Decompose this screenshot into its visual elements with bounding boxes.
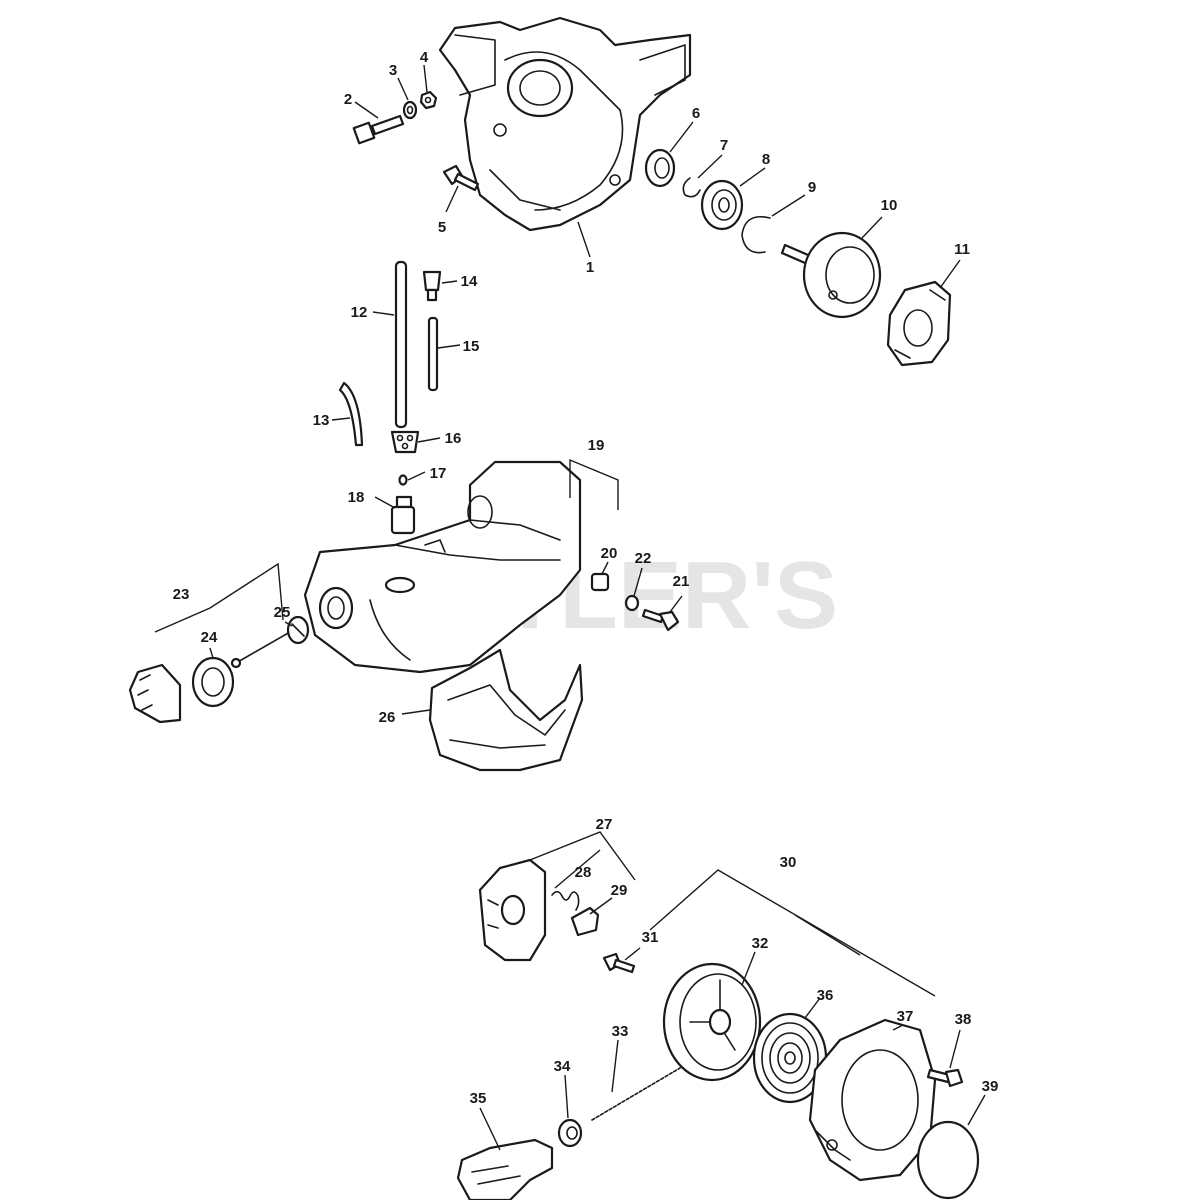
callout-26: 26	[379, 709, 396, 726]
part-6-oil-seal	[644, 148, 676, 188]
callout-16: 16	[445, 430, 462, 447]
callout-27: 27	[596, 816, 613, 833]
callout-2: 2	[344, 91, 352, 108]
part-17-check-valve	[398, 474, 408, 486]
callout-33: 33	[612, 1023, 629, 1040]
callout-13: 13	[313, 412, 330, 429]
part-35-starter-handle	[456, 1138, 554, 1200]
callout-11: 11	[954, 241, 970, 258]
callout-12: 12	[351, 304, 368, 321]
part-21-screw	[641, 608, 680, 632]
part-23-fuel-cap	[128, 663, 182, 724]
callout-34: 34	[554, 1058, 571, 1075]
callout-38: 38	[955, 1011, 972, 1028]
part-16-grommet	[390, 430, 420, 454]
leader-lines	[154, 64, 986, 1151]
part-19-fuel-tank	[303, 460, 582, 674]
callout-3: 3	[389, 62, 397, 79]
part-31-screw	[602, 952, 636, 974]
part-29-pawl	[570, 906, 600, 937]
callout-19: 19	[588, 437, 605, 454]
part-32-rope-reel	[662, 962, 762, 1082]
part-27-starter-pulley	[478, 858, 547, 962]
callout-31: 31	[642, 929, 659, 946]
callout-29: 29	[611, 882, 628, 899]
callout-1: 1	[586, 259, 594, 276]
callout-5: 5	[438, 219, 446, 236]
callout-9: 9	[808, 179, 816, 196]
part-7-snap-ring	[682, 177, 701, 198]
callout-23: 23	[173, 586, 190, 603]
part-11-clutch-shoe	[886, 280, 952, 367]
callout-24: 24	[201, 629, 218, 646]
part-25-strainer	[230, 615, 310, 669]
part-2-bolt	[352, 114, 405, 145]
part-5-screw	[442, 164, 480, 192]
part-24-cap-gasket	[191, 656, 235, 708]
part-3-washer	[402, 100, 418, 120]
part-9-circlip	[741, 216, 771, 254]
callout-10: 10	[881, 197, 898, 214]
part-4-nut	[419, 90, 438, 110]
callout-39: 39	[982, 1078, 999, 1095]
callout-6: 6	[692, 105, 700, 122]
part-13-fuel-hose	[338, 381, 364, 447]
tank-filler-neck	[318, 586, 354, 630]
callout-8: 8	[762, 151, 770, 168]
callout-18: 18	[348, 489, 365, 506]
part-26-cushion	[428, 648, 584, 772]
callout-37: 37	[897, 1008, 914, 1025]
part-28-pawl-spring	[551, 890, 580, 911]
part-10-clutch-drum	[780, 231, 882, 319]
part-14-fuel-filter	[422, 270, 442, 302]
callout-15: 15	[463, 338, 480, 355]
callout-22: 22	[635, 550, 652, 567]
callout-17: 17	[430, 465, 447, 482]
callout-4: 4	[420, 49, 429, 66]
callout-14: 14	[461, 273, 478, 290]
callout-21: 21	[673, 573, 690, 590]
part-18-vent-valve	[390, 495, 416, 535]
callout-25: 25	[274, 604, 291, 621]
part-12-fuel-tube-long	[394, 260, 408, 429]
part-39-gasket	[916, 1120, 980, 1200]
part-37-starter-case	[808, 1018, 937, 1182]
part-33-starter-rope	[591, 1067, 681, 1121]
part-34-rope-guide	[557, 1118, 583, 1148]
part-38-bolt	[926, 1068, 964, 1088]
part-22-washer	[624, 594, 640, 612]
callout-36: 36	[817, 987, 834, 1004]
part-8-bearing	[700, 179, 744, 231]
callout-28: 28	[575, 864, 592, 881]
part-20-collar	[590, 572, 610, 592]
part-1-clutch-housing	[438, 16, 692, 232]
callout-32: 32	[752, 935, 769, 952]
part-15-fuel-tube-short	[427, 316, 439, 392]
callout-35: 35	[470, 1090, 487, 1107]
callout-labels: 1 2 3 4 5 6 7 8 9 10 11 12 13 14 15 16 1…	[173, 49, 999, 1107]
callout-20: 20	[601, 545, 618, 562]
callout-30: 30	[780, 854, 797, 871]
callout-7: 7	[720, 137, 728, 154]
